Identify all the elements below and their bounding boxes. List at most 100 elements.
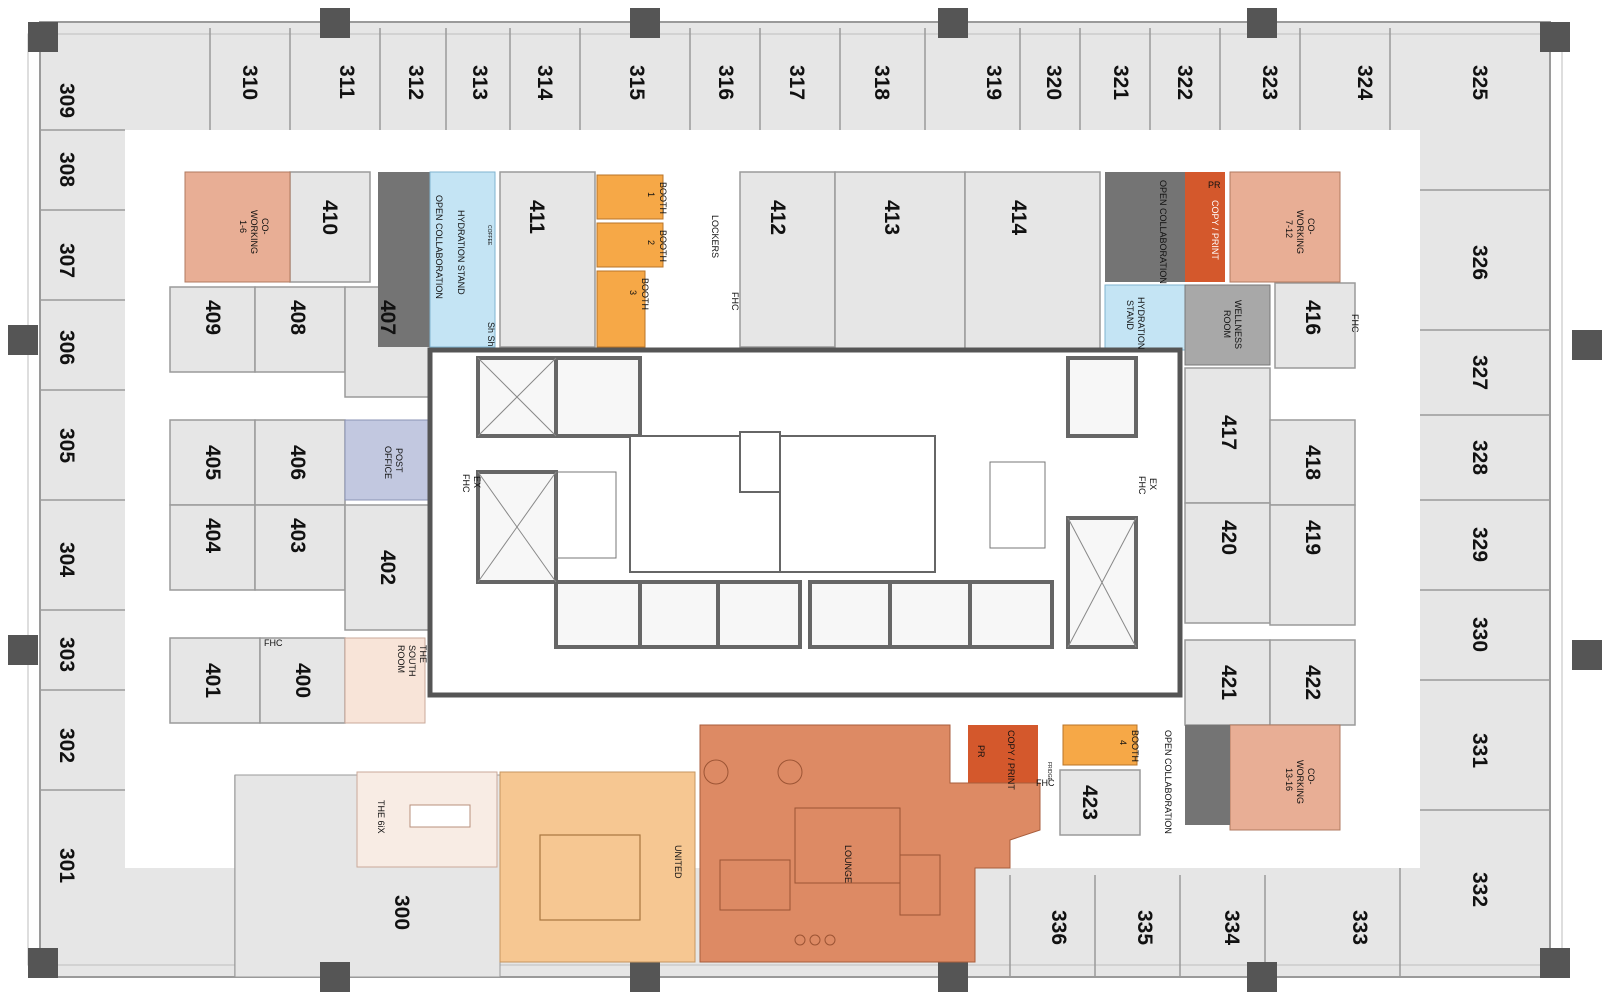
- booth-1: [596, 174, 664, 220]
- south-room: [344, 637, 426, 724]
- pr-2-label: PR: [976, 745, 986, 758]
- booth-4: [1062, 724, 1138, 766]
- room-300: 300: [390, 895, 413, 930]
- coworking-2-label-2: WORKING: [1295, 210, 1305, 254]
- copy-print-2-label: COPY / PRINT: [1006, 730, 1016, 790]
- room-319: 319: [982, 65, 1005, 100]
- space-labels: CO- WORKING 1-6 CO- WORKING 7-12 CO- WOR…: [238, 180, 1360, 883]
- room-315: 315: [625, 65, 648, 100]
- lounge: [699, 724, 1041, 963]
- booth-3-label-2: 3: [628, 290, 638, 295]
- room-317: 317: [785, 65, 808, 100]
- south-room-label-1: THE: [418, 645, 428, 663]
- room-325: 325: [1468, 65, 1491, 100]
- perimeter-room-labels: 309 310 311 312 313 314 315 316 317 318 …: [55, 65, 1491, 945]
- open-collaboration-1: [378, 172, 430, 347]
- left-office-dividers: [40, 129, 125, 791]
- room-327: 327: [1468, 355, 1491, 390]
- room-407: 407: [376, 300, 399, 335]
- room-323: 323: [1258, 65, 1281, 100]
- top-office-dividers: [209, 28, 1391, 130]
- window-line: [27, 33, 1563, 966]
- coworking-3-label-3: 13-16: [1284, 768, 1294, 791]
- room-400: 400: [291, 663, 314, 698]
- wellness-label-2: ROOM: [1222, 310, 1232, 338]
- coffee-label: COFFEE: [486, 225, 492, 246]
- room-304: 304: [55, 542, 78, 577]
- copy-print-1: [1185, 172, 1225, 282]
- room-403: 403: [286, 518, 309, 553]
- booth-4-label-2: 4: [1118, 740, 1128, 745]
- room-409: 409: [201, 300, 224, 335]
- coworking-3-label-2: WORKING: [1295, 760, 1305, 804]
- coworking-2-label-3: 7-12: [1284, 220, 1294, 238]
- booth-3-label-1: BOOTH: [640, 278, 650, 310]
- room-414: 414: [1007, 200, 1030, 235]
- wellness-room: [1184, 284, 1271, 366]
- room-331: 331: [1468, 733, 1491, 768]
- room-320: 320: [1042, 65, 1065, 100]
- room-316: 316: [714, 65, 737, 100]
- room-308: 308: [55, 152, 78, 187]
- ex-fhc-1-label-2: FHC: [461, 474, 471, 493]
- booth-3: [596, 270, 646, 348]
- room-306: 306: [55, 330, 78, 365]
- coworking-13-16: [1229, 724, 1341, 831]
- room-329: 329: [1468, 527, 1491, 562]
- room-419: 419: [1301, 520, 1324, 555]
- fhc-label-4: FHC: [1036, 778, 1055, 788]
- ex-fhc-2-label-2: FHC: [1137, 476, 1147, 495]
- copy-print-1-label: COPY / PRINT: [1210, 200, 1220, 260]
- copy-print-2: [968, 725, 1038, 783]
- room-420: 420: [1217, 520, 1240, 555]
- room-307: 307: [55, 243, 78, 278]
- room-322: 322: [1173, 65, 1196, 100]
- room-413: 413: [880, 200, 903, 235]
- booth-2-label-1: BOOTH: [658, 230, 668, 262]
- coworking-3-label-1: CO-: [1306, 768, 1316, 785]
- coworking-1-label-1: CO-: [260, 218, 270, 235]
- post-label-1: POST: [394, 448, 404, 473]
- six-x-table: [409, 804, 471, 828]
- open-collab-2-label: OPEN COLLABORATION: [1158, 180, 1168, 284]
- coworking-2-label-1: CO-: [1306, 218, 1316, 235]
- six-x-label: THE 6iX: [376, 800, 386, 834]
- coworking-7-12: [1229, 171, 1341, 283]
- room-301: 301: [55, 848, 78, 883]
- room-335: 335: [1133, 910, 1156, 945]
- room-303: 303: [55, 637, 78, 672]
- open-collab-1-label: OPEN COLLABORATION: [434, 195, 444, 299]
- room-417: 417: [1217, 415, 1240, 450]
- room-336: 336: [1047, 910, 1070, 945]
- right-office-dividers: [1420, 189, 1550, 811]
- room-402: 402: [376, 550, 399, 585]
- room-302: 302: [55, 728, 78, 763]
- room-313: 313: [468, 65, 491, 100]
- stairs: [555, 461, 1046, 559]
- room-422: 422: [1301, 665, 1324, 700]
- room-330: 330: [1468, 617, 1491, 652]
- inner-left-offices: [169, 171, 1356, 836]
- hydration-stand-1: [429, 171, 496, 348]
- room-321: 321: [1109, 65, 1132, 100]
- room-318: 318: [870, 65, 893, 100]
- room-312: 312: [404, 65, 427, 100]
- booth-4-label-1: BOOTH: [1130, 730, 1140, 762]
- inner-room-labels: 410 411 412 413 414 409 408 407 405 406 …: [201, 200, 1324, 820]
- lounge-furniture: [703, 759, 941, 946]
- coworking-1-6: [184, 171, 291, 283]
- room-401: 401: [201, 663, 224, 698]
- room-408: 408: [286, 300, 309, 335]
- booth-1-label-1: BOOTH: [658, 182, 668, 214]
- room-305: 305: [55, 428, 78, 463]
- room-324: 324: [1353, 65, 1376, 100]
- south-room-label-2: SOUTH: [407, 645, 417, 677]
- fridge-label: FRIDGE: [1046, 762, 1052, 782]
- open-collaboration-3: [1185, 725, 1230, 825]
- pr-1-label: PR: [1208, 180, 1221, 190]
- open-collaboration-2: [1105, 172, 1185, 282]
- room-310: 310: [238, 65, 261, 100]
- room-404: 404: [201, 518, 224, 553]
- room-423: 423: [1078, 785, 1101, 820]
